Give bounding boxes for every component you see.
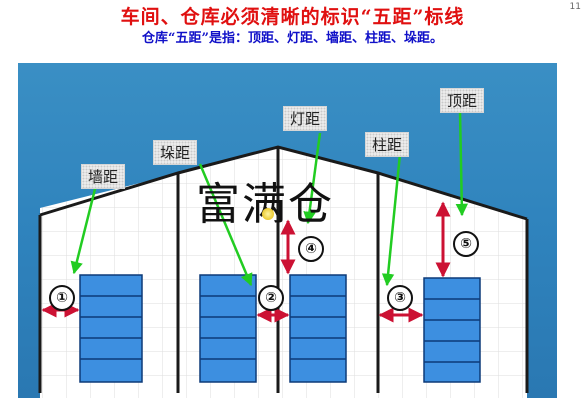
watermark-dot (262, 208, 274, 220)
pillar-pointer (381, 153, 402, 287)
label-light-distance: 灯距 (283, 106, 328, 131)
page-subtitle: 仓库“五距”是指：顶距、灯距、墙距、柱距、垛距。 (142, 31, 443, 46)
wall-pointer (70, 184, 98, 275)
stack-3 (289, 274, 347, 383)
page-title: 车间、仓库必须清晰的标识“五距”标线 (120, 6, 465, 28)
label-wall-distance: 墙距 (81, 164, 126, 189)
top-pointer (455, 110, 469, 217)
label-top-distance: 顶距 (440, 88, 485, 113)
marker-1: ① (49, 285, 75, 311)
marker-2: ② (258, 285, 284, 311)
corner-mark: 11 (569, 2, 581, 12)
stack-4 (423, 277, 481, 383)
label-stack-distance: 垛距 (153, 140, 198, 165)
label-pillar-distance: 柱距 (365, 132, 410, 157)
stack-2 (199, 274, 257, 383)
watermark-text: 富满仓 (196, 179, 334, 230)
marker-3: ③ (387, 285, 413, 311)
warehouse-cross-section (38, 110, 529, 398)
light-pointer (303, 132, 322, 225)
marker-4: ④ (298, 236, 324, 262)
stack-1 (79, 274, 143, 383)
marker-5: ⑤ (453, 231, 479, 257)
stack-pointer (198, 163, 253, 287)
